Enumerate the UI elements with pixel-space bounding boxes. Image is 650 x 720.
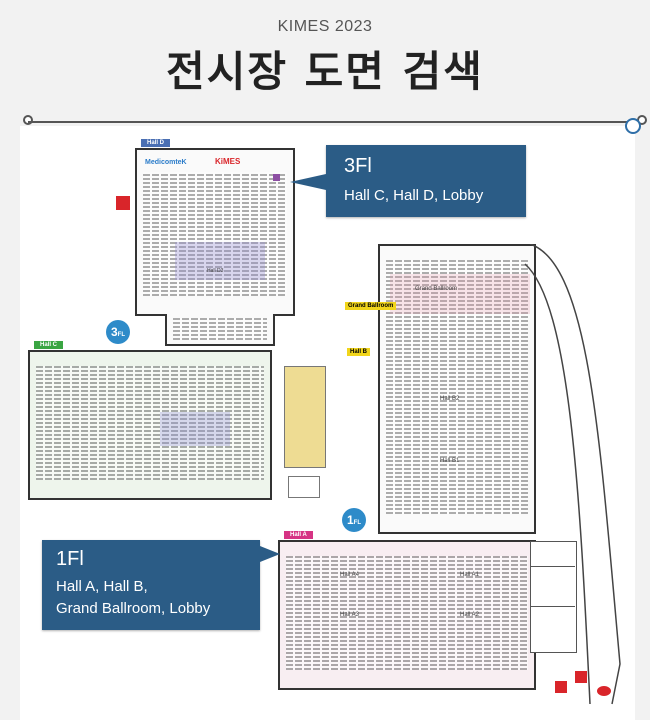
hall-a4-label: Hall A4 [340,572,360,578]
callout-1fl-floor: 1Fl [56,548,84,570]
event-name: KIMES 2023 [277,18,373,35]
hall-b-grand-zone [390,274,530,314]
hall-a-tag: Hall A [284,531,313,539]
exit-icon-1 [555,681,567,693]
exit-icon-3 [597,686,611,696]
hall-b-tag: Hall B [347,348,371,356]
callout-3fl-pointer [290,174,326,190]
badge-3fl-suffix: FL [117,332,126,338]
lobby-rooms [530,541,577,653]
badge-1fl[interactable]: 1FL [342,508,366,532]
badge-1fl-suffix: FL [353,520,362,526]
lobby-room-divider-2 [530,606,575,607]
hall-b1-label: Hall B1 [440,458,460,464]
callout-1fl-line2: Grand Ballroom, Lobby [56,600,211,617]
hall-d-zone-label: Hall D3 [207,268,224,274]
hall-a2-label: Hall A2 [460,612,480,618]
lobby-building [284,366,326,468]
badge-3fl[interactable]: 3FL [106,320,130,344]
kimes-logo: KiMES [215,157,241,166]
page-header: KIMES 2023 전시장 도면 검색 [0,0,650,120]
hall-b-grand-label: Grand Ballroom [415,286,458,292]
badge-1fl-num: 1 [346,513,354,527]
divider-dot-left [23,115,33,125]
curved-lobby [524,244,621,705]
hall-d-zone [175,242,265,280]
hall-d-marker [273,174,280,181]
floor-plan-map[interactable]: Hall D MedicomteK KiMES Hall D3 3Fl Hall… [20,118,641,720]
hall-c-area[interactable]: Hall C [28,341,272,500]
medicomtek-logo: MedicomteK [145,159,187,166]
callout-1fl[interactable]: 1Fl Hall A, Hall B, Grand Ballroom, Lobb… [42,540,260,630]
lobby-room-divider [530,566,575,567]
hall-c-booths [36,366,264,480]
hall-b-area[interactable]: Grand Ballroom Hall B1 Hall B2 [378,244,536,534]
hall-d-booths [143,172,287,296]
hall-a-booths [286,556,528,670]
hall-c-zone [160,412,230,446]
callout-3fl-areas: Hall C, Hall D, Lobby [344,187,484,204]
hall-b-booths [386,260,528,514]
grand-ballroom-tag: Grand Ballroom [345,302,397,310]
divider-line [28,121,642,123]
badge-3fl-num: 3 [110,325,118,339]
hall-a-area[interactable]: Hall A Hall A3 Hall A2 Hall A4 Hall A1 [278,531,536,690]
hall-a3-label: Hall A3 [340,612,360,618]
callout-3fl-floor: 3Fl [344,155,372,177]
entrance-icon [116,196,130,210]
page-title: 전시장 도면 검색 [166,47,484,96]
hall-d-wing [165,314,275,346]
callout-1fl-pointer [260,546,280,562]
lobby-annex [288,476,320,498]
exit-icon-2 [575,671,587,683]
hall-d-area[interactable]: Hall D MedicomteK KiMES Hall D3 [135,139,295,316]
hall-d-wing-booths [173,318,267,340]
callout-1fl-line1: Hall A, Hall B, [56,578,148,595]
hall-a1-label: Hall A1 [460,572,480,578]
hall-d-tag: Hall D [141,139,171,147]
corner-circle-icon[interactable] [625,118,641,134]
hall-b2-label: Hall B2 [440,396,460,402]
hall-c-tag: Hall C [34,341,64,349]
callout-3fl[interactable]: 3Fl Hall C, Hall D, Lobby [326,145,526,217]
